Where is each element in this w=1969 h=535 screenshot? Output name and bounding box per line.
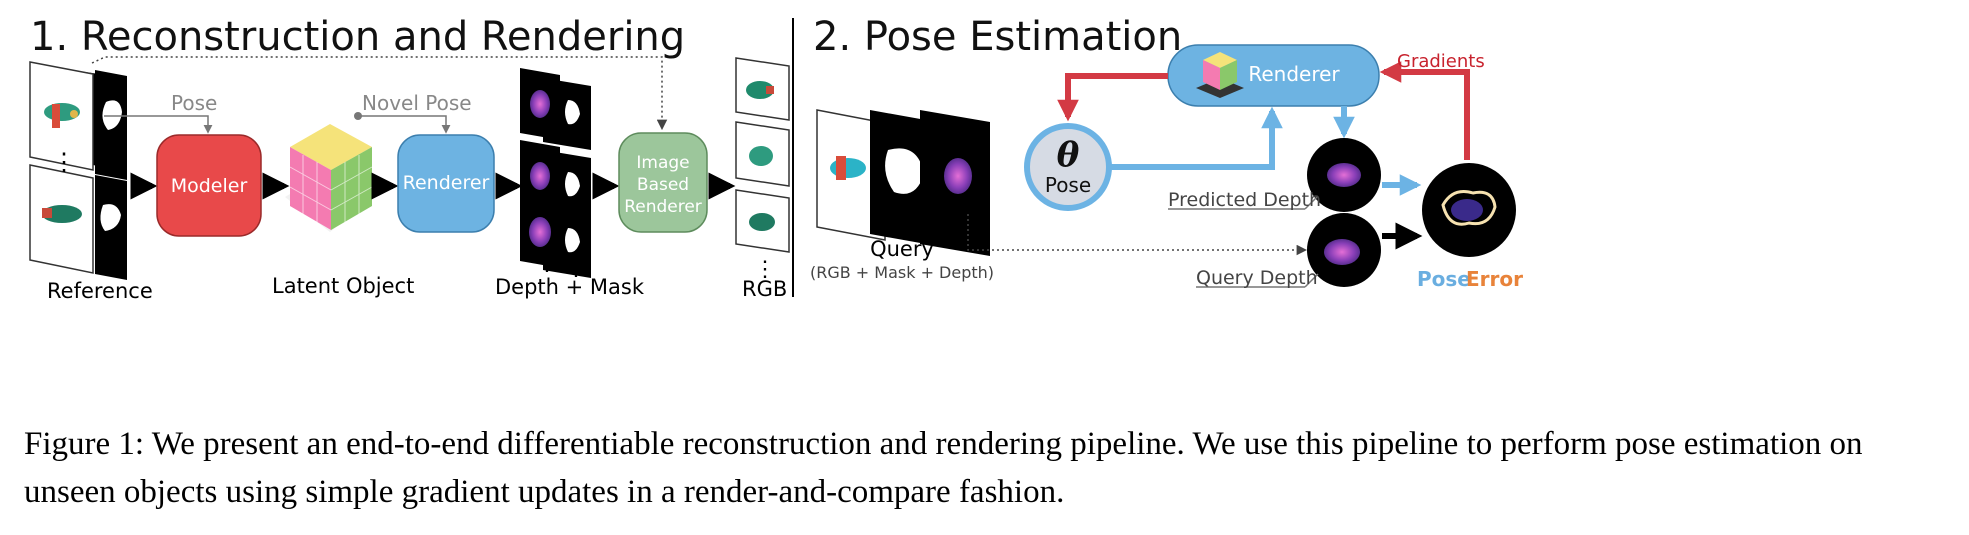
gradients-label: Gradients [1397, 51, 1485, 72]
ibr-label-line1: Image [636, 153, 689, 173]
ibr-label-line2: Based [637, 175, 689, 195]
theta-symbol: θ [1057, 135, 1080, 175]
query-depth-label: Query Depth [1196, 267, 1318, 289]
modeler-label: Modeler [171, 175, 248, 197]
svg-text:⋮: ⋮ [754, 256, 776, 281]
section2-title: 2. Pose Estimation [813, 14, 1182, 60]
pose-error-word2: Error [1466, 267, 1523, 291]
reference-label: Reference [47, 279, 153, 303]
svg-text:⋮: ⋮ [565, 255, 587, 280]
toy-airplane-icon [44, 103, 80, 128]
pose-arrow [104, 115, 213, 134]
renderer-label: Renderer [403, 172, 490, 194]
rgb-output-images: ⋮ [735, 57, 790, 281]
pose-update-arrow [1057, 73, 1168, 122]
pose-parameter-node [1024, 123, 1112, 211]
ibr-label-line3: Renderer [624, 197, 702, 217]
gradients-arrow [1379, 61, 1470, 160]
reference-images: ⋮ ⋮ [29, 61, 127, 280]
pose-node-label: Pose [1045, 173, 1091, 197]
depth-mask-images: ⋮ ⋮ [520, 68, 591, 280]
svg-text:⋮: ⋮ [536, 250, 558, 275]
query-label: Query [870, 237, 934, 261]
ibr-reference-dotted-arrow [91, 56, 668, 131]
image-based-renderer-block [618, 132, 708, 233]
pose-error-word1: Pose [1417, 267, 1471, 291]
modeler-block [156, 134, 262, 237]
reference-dots: ⋮ [52, 150, 76, 176]
latent-object-label: Latent Object [272, 274, 414, 298]
novel-pose-label: Novel Pose [362, 91, 472, 115]
pose-renderer-label: Renderer [1248, 62, 1340, 86]
svg-text:⋮: ⋮ [88, 158, 112, 184]
section1-title: 1. Reconstruction and Rendering [30, 14, 685, 60]
renderer-cube-icon [1196, 52, 1244, 98]
rgb-label: RGB [742, 277, 787, 301]
figure-caption: Figure 1: We present an end-to-end diffe… [24, 426, 1863, 510]
query-sub-label: (RGB + Mask + Depth) [810, 263, 994, 282]
renderer-block [397, 134, 495, 233]
toy-car-icon [42, 205, 82, 223]
latent-object-cube-icon [285, 124, 375, 232]
query-images [816, 109, 990, 256]
depth-mask-label: Depth + Mask [495, 275, 645, 299]
pose-label: Pose [171, 91, 217, 115]
predicted-depth-label: Predicted Depth [1168, 189, 1321, 211]
